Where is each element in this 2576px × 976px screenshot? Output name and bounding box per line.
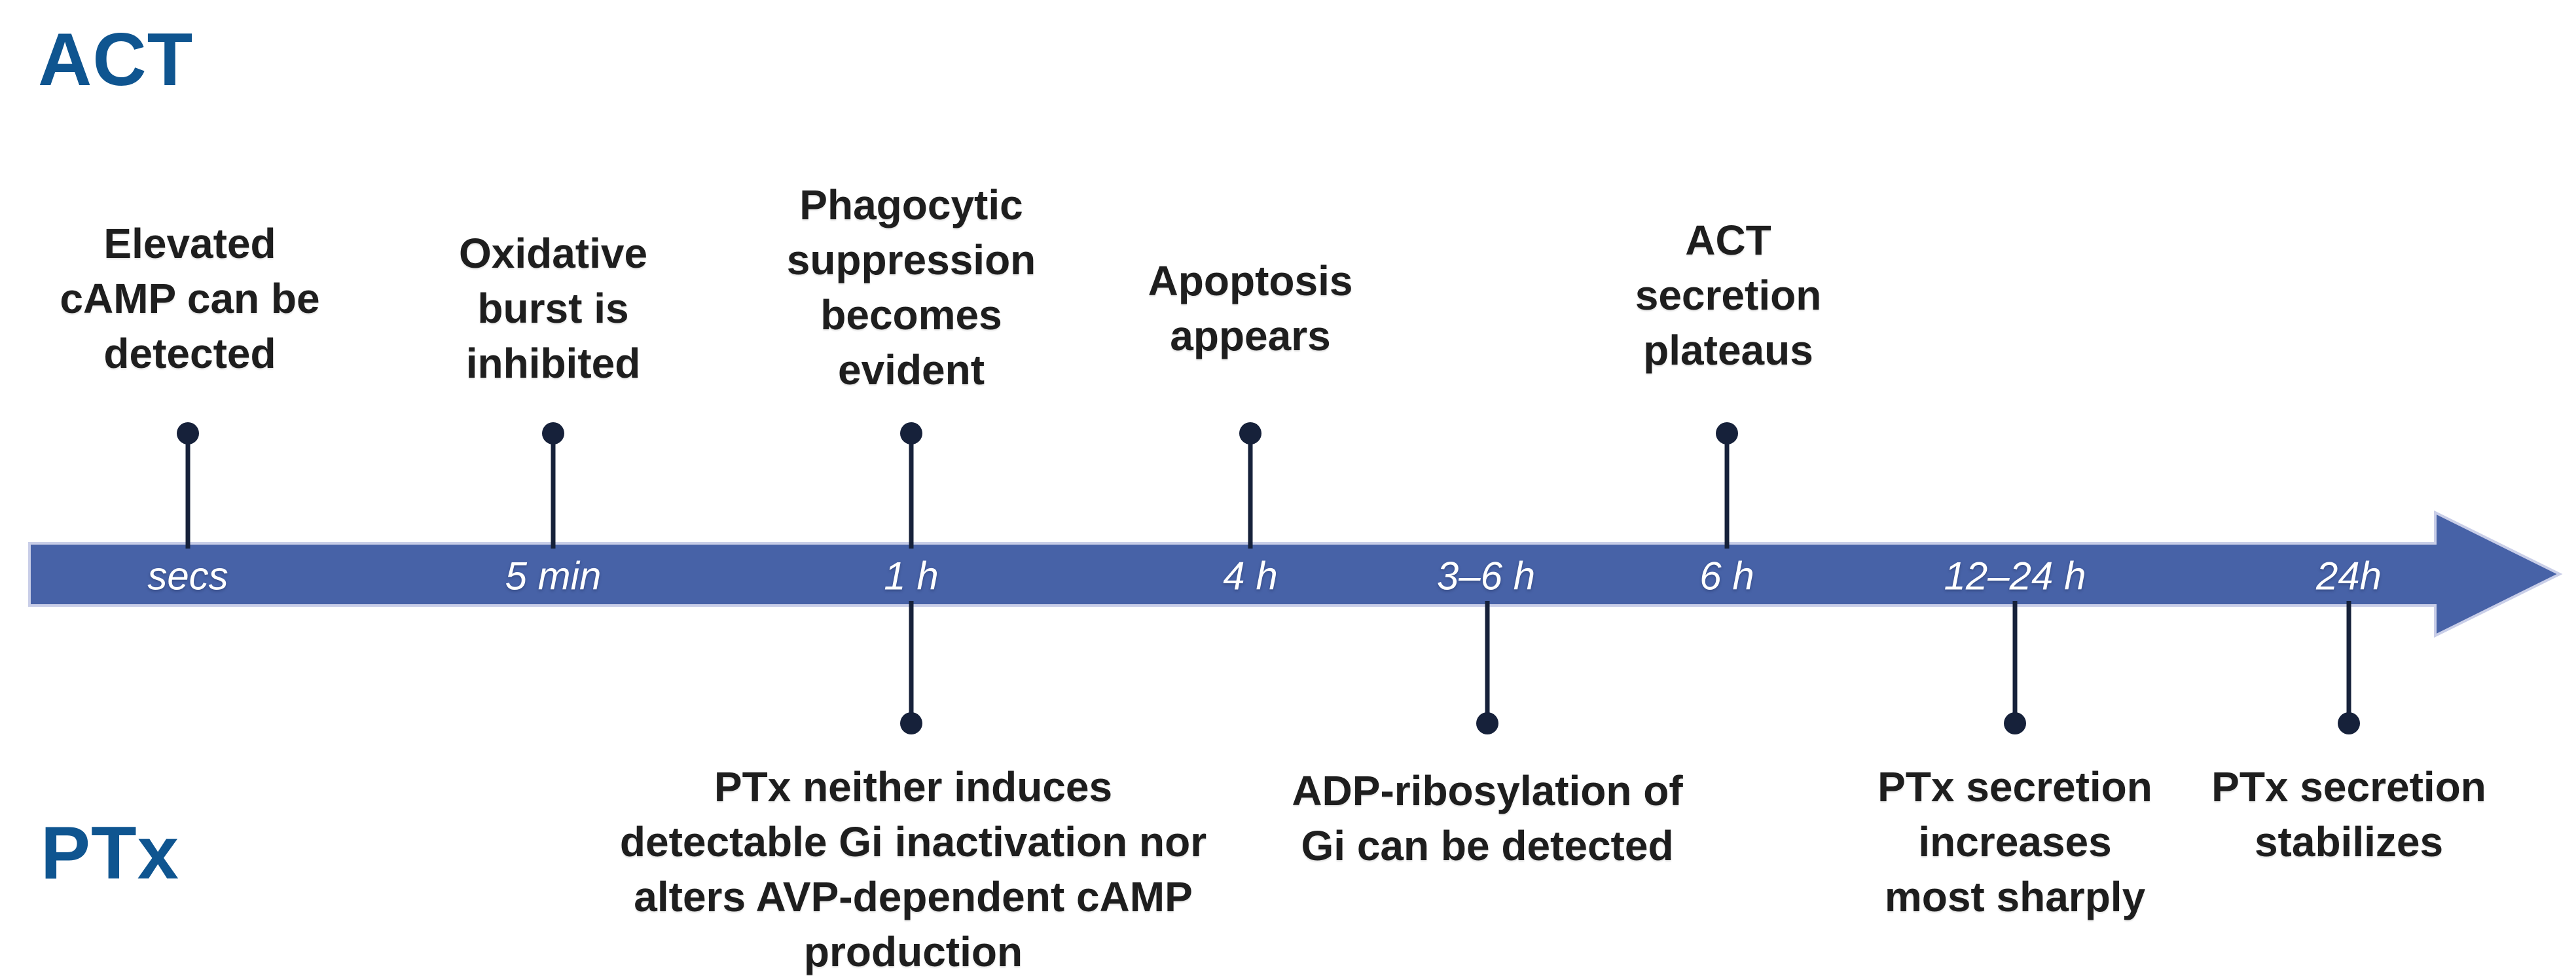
- event-text-line: Gi can be detected: [1301, 822, 1674, 869]
- event-text-line: PTx neither induces: [714, 763, 1113, 810]
- event-ptx-secretion-increases: PTx secretion increases most sharply: [1878, 759, 2152, 924]
- event-apoptosis-appears: Apoptosis appears: [1148, 253, 1353, 363]
- dot-top-secs: [177, 422, 199, 444]
- event-text-line: ADP-ribosylation of: [1292, 767, 1683, 814]
- event-text-line: ACT: [1685, 217, 1771, 264]
- timeline-arrow-shape: [28, 510, 2563, 638]
- event-text-line: alters AVP-dependent cAMP: [634, 873, 1193, 920]
- event-text-line: stabilizes: [2254, 818, 2444, 865]
- event-oxidative-burst: Oxidative burst is inhibited: [459, 226, 647, 391]
- event-text-line: becomes: [820, 291, 1002, 338]
- dot-bottom-3-6h: [1476, 712, 1498, 734]
- event-text-line: appears: [1170, 312, 1331, 359]
- time-label-24h: 24h: [2315, 554, 2382, 598]
- event-text-line: detected: [103, 330, 276, 377]
- event-text-line: burst is: [477, 285, 629, 332]
- event-text-line: suppression: [786, 236, 1036, 283]
- event-ptx-no-gi-inactivation: PTx neither induces detectable Gi inacti…: [620, 759, 1206, 976]
- event-text-line: PTx secretion: [2211, 763, 2486, 810]
- event-elevated-camp: Elevated cAMP can be detected: [60, 216, 319, 381]
- event-text-line: increases: [1918, 818, 2112, 865]
- time-label-12-24h: 12–24 h: [1944, 554, 2086, 598]
- dot-bottom-12-24h: [2004, 712, 2026, 734]
- dot-top-4h: [1239, 422, 1261, 444]
- dot-top-5min: [542, 422, 564, 444]
- time-label-3-6h: 3–6 h: [1436, 554, 1536, 598]
- dot-bottom-24h: [2338, 712, 2360, 734]
- dot-top-1h: [900, 422, 922, 444]
- event-text-line: cAMP can be: [60, 275, 320, 322]
- time-label-1h: 1 h: [884, 554, 939, 598]
- event-act-secretion-plateaus: ACT secretion plateaus: [1635, 213, 1822, 378]
- event-text-line: inhibited: [465, 340, 641, 387]
- event-adp-ribosylation-detected: ADP-ribosylation of Gi can be detected: [1292, 763, 1682, 873]
- event-text-line: Elevated: [103, 220, 276, 267]
- dot-bottom-1h: [900, 712, 922, 734]
- time-label-5min: 5 min: [505, 554, 602, 598]
- event-text-line: Apoptosis: [1148, 257, 1353, 304]
- event-ptx-secretion-stabilizes: PTx secretion stabilizes: [2211, 759, 2486, 869]
- event-text-line: secretion: [1635, 272, 1822, 319]
- event-text-line: Oxidative: [458, 230, 648, 277]
- time-label-secs: secs: [147, 554, 228, 598]
- act-label: ACT: [38, 18, 194, 101]
- event-phagocytic-suppression: Phagocytic suppression becomes evident: [787, 177, 1036, 397]
- event-text-line: most sharply: [1884, 873, 2146, 920]
- event-text-line: evident: [837, 346, 985, 393]
- event-text-line: PTx secretion: [1878, 763, 2152, 810]
- time-label-6h: 6 h: [1699, 554, 1754, 598]
- event-text-line: detectable Gi inactivation nor: [619, 818, 1207, 865]
- time-label-4h: 4 h: [1223, 554, 1278, 598]
- ptx-label: PTx: [41, 812, 180, 895]
- dot-top-6h: [1716, 422, 1738, 444]
- event-text-line: Phagocytic: [799, 181, 1023, 228]
- event-text-line: plateaus: [1643, 327, 1813, 374]
- event-text-line: production: [803, 928, 1023, 975]
